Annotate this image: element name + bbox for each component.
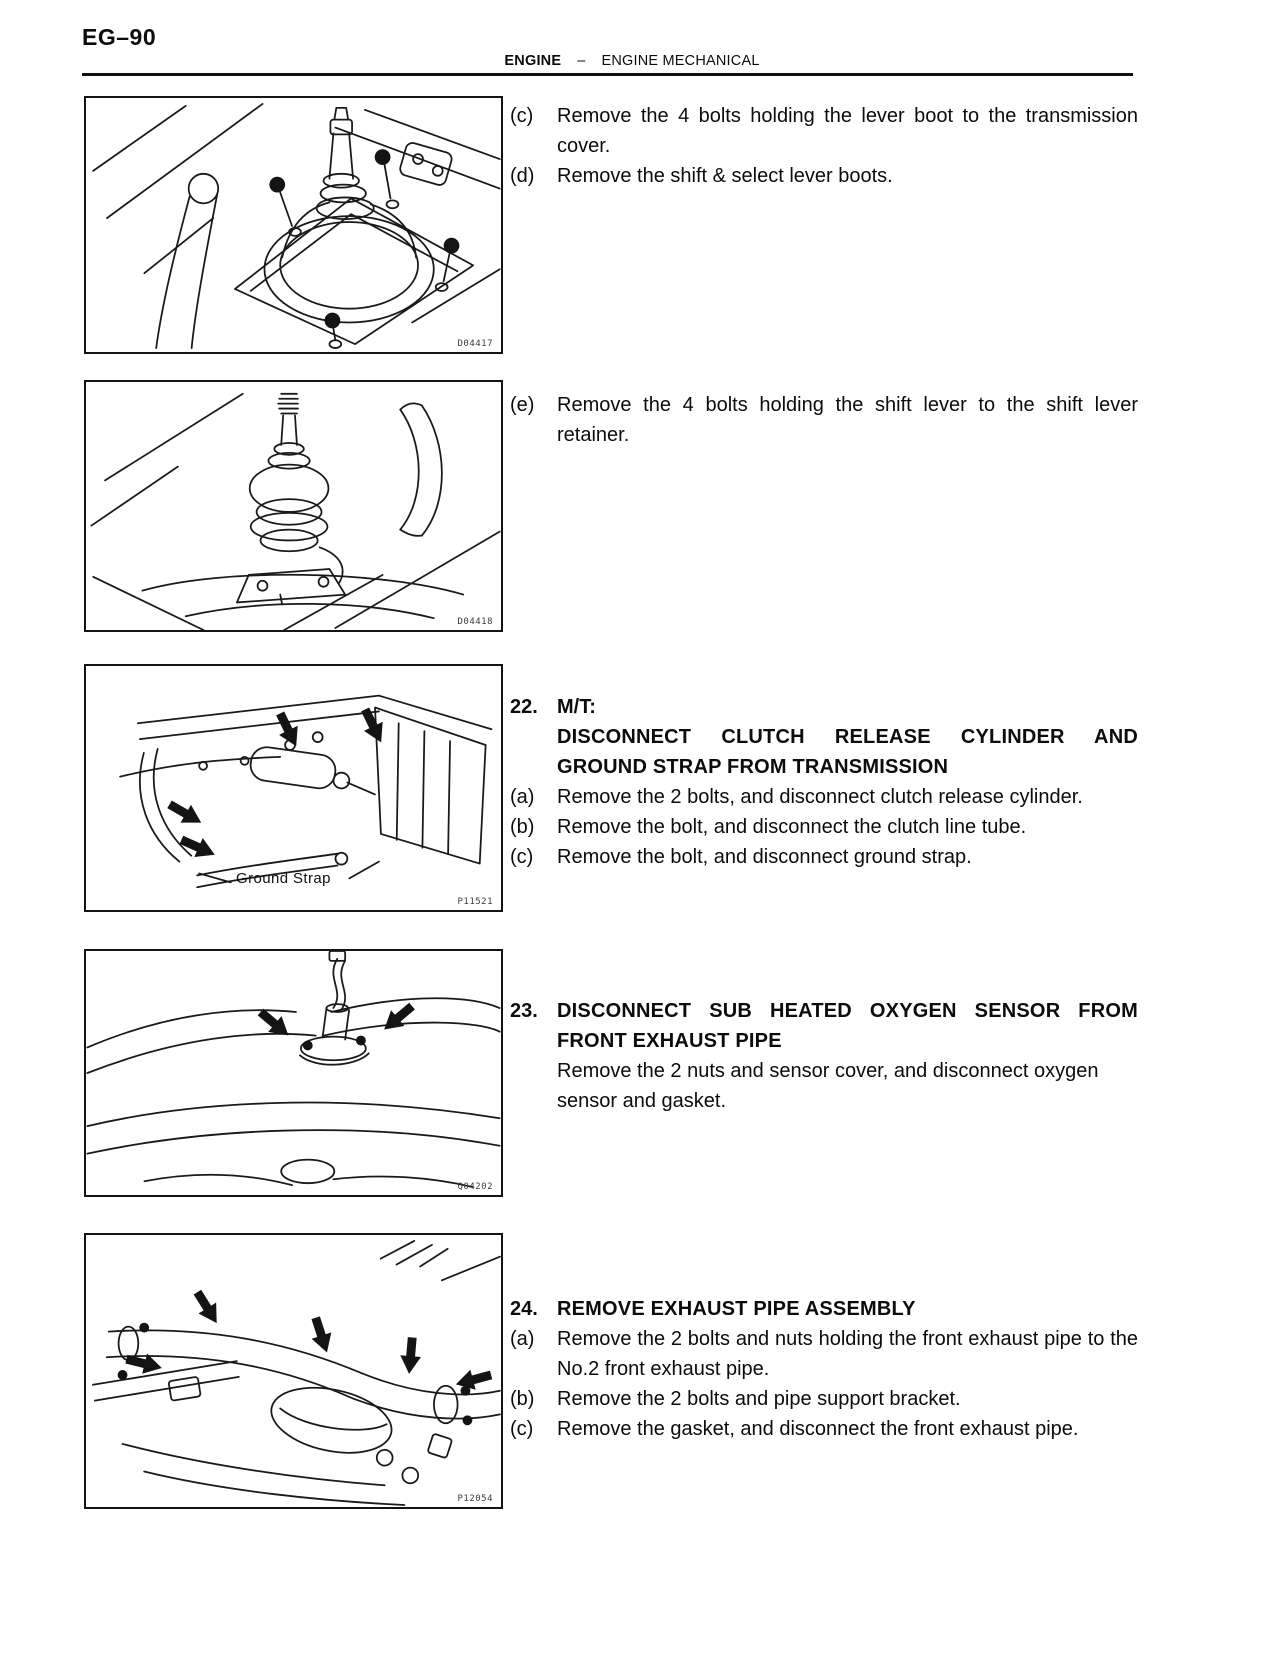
figure-shift-lever: D04418 [84, 380, 503, 632]
section-heading: 22. M/T: DISCONNECT CLUTCH RELEASE CYLIN… [510, 692, 1138, 782]
figure-code: Q04202 [457, 1182, 493, 1192]
steps-e: (e) Remove the 4 bolts holding the shift… [510, 390, 1138, 450]
section-number: 23. [510, 1000, 538, 1022]
header-section: ENGINE [504, 53, 562, 69]
page-number: EG–90 [82, 24, 157, 50]
header-title: ENGINE–ENGINE MECHANICAL [132, 53, 1132, 69]
step-item: (d) Remove the shift & select lever boot… [510, 161, 1138, 191]
step-item: (b) Remove the 2 bolts and pipe support … [510, 1384, 1138, 1414]
figure-code: D04417 [457, 339, 493, 349]
step-item: (c) Remove the bolt, and disconnect grou… [510, 842, 1138, 872]
step-label: (e) [510, 394, 535, 416]
figure-code: P11521 [457, 897, 493, 907]
section-number: 24. [510, 1298, 538, 1320]
figure-code: P12054 [457, 1494, 493, 1504]
header-rule [82, 73, 1133, 76]
figure-illustration [119, 694, 493, 889]
figure-clutch-release-cylinder: Ground Strap P11521 [84, 664, 503, 912]
figure-shift-lever-boot: D04417 [84, 96, 503, 354]
step-text: Remove the bolt, and disconnect the clut… [557, 816, 1027, 838]
step-label: (c) [510, 1418, 534, 1440]
sensor-nuts [302, 1035, 366, 1051]
callout-arrows [164, 704, 391, 865]
step-item: (a) Remove the 2 bolts, and disconnect c… [510, 782, 1138, 812]
step-text: Remove the bolt, and disconnect ground s… [557, 846, 972, 868]
header-subsection: ENGINE MECHANICAL [601, 53, 760, 69]
step-label: (b) [510, 1388, 535, 1410]
step-label: (b) [510, 816, 535, 838]
step-item: (e) Remove the 4 bolts holding the shift… [510, 390, 1138, 450]
step-label: (d) [510, 165, 535, 187]
section-title-line: DISCONNECT SUB HEATED OXYGEN SENSOR FROM [557, 1000, 1138, 1022]
section-title-line: FRONT EXHAUST PIPE [557, 1030, 782, 1052]
steps-c-d: (c) Remove the 4 bolts holding the lever… [510, 101, 1138, 191]
section-heading: 23. DISCONNECT SUB HEATED OXYGEN SENSOR … [510, 996, 1138, 1056]
step-label: (a) [510, 786, 535, 808]
step-text: Remove the 4 bolts holding the lever boo… [557, 105, 1138, 157]
step-text: Remove the 2 bolts and nuts holding the … [557, 1328, 1138, 1380]
step-text: Remove the 2 bolts, and disconnect clutc… [557, 786, 1083, 808]
section-22: 22. M/T: DISCONNECT CLUTCH RELEASE CYLIN… [510, 692, 1138, 872]
figure-illustration [92, 1240, 501, 1506]
step-label: (a) [510, 1328, 535, 1350]
figure-illustration [92, 103, 501, 349]
section-pretitle: M/T: [557, 696, 596, 718]
section-body-row: Remove the 2 nuts and sensor cover, and … [510, 1056, 1138, 1116]
step-text: Remove the gasket, and disconnect the fr… [557, 1418, 1079, 1440]
step-label: (c) [510, 105, 534, 127]
figure-code: D04418 [457, 617, 493, 627]
section-title-line: DISCONNECT CLUTCH RELEASE CYLINDER AND [557, 726, 1138, 748]
header-dash: – [577, 53, 586, 69]
figure-illustration [90, 392, 501, 630]
step-item: (a) Remove the 2 bolts and nuts holding … [510, 1324, 1138, 1384]
section-title-line: GROUND STRAP FROM TRANSMISSION [557, 756, 949, 778]
section-title: REMOVE EXHAUST PIPE ASSEMBLY [557, 1298, 916, 1320]
section-number: 22. [510, 696, 538, 718]
step-item: (c) Remove the 4 bolts holding the lever… [510, 101, 1138, 161]
step-text: Remove the shift & select lever boots. [557, 165, 893, 187]
section-body: Remove the 2 nuts and sensor cover, and … [557, 1060, 1099, 1112]
bolt-heads [269, 149, 460, 329]
step-item: (c) Remove the gasket, and disconnect th… [510, 1414, 1138, 1444]
section-23: 23. DISCONNECT SUB HEATED OXYGEN SENSOR … [510, 996, 1138, 1116]
figure-illustration [86, 951, 501, 1189]
step-item: (b) Remove the bolt, and disconnect the … [510, 812, 1138, 842]
callout-arrows [123, 1286, 494, 1395]
figure-oxygen-sensor: Q04202 [84, 949, 503, 1197]
ground-strap-label: Ground Strap [236, 870, 331, 887]
flange-bolts [117, 1322, 473, 1426]
step-text: Remove the 2 bolts and pipe support brac… [557, 1388, 961, 1410]
step-label: (c) [510, 846, 534, 868]
step-text: Remove the 4 bolts holding the shift lev… [557, 394, 1138, 446]
section-24: 24. REMOVE EXHAUST PIPE ASSEMBLY (a) Rem… [510, 1294, 1138, 1444]
figure-exhaust-pipe-assembly: P12054 [84, 1233, 503, 1509]
section-heading: 24. REMOVE EXHAUST PIPE ASSEMBLY [510, 1294, 1138, 1324]
